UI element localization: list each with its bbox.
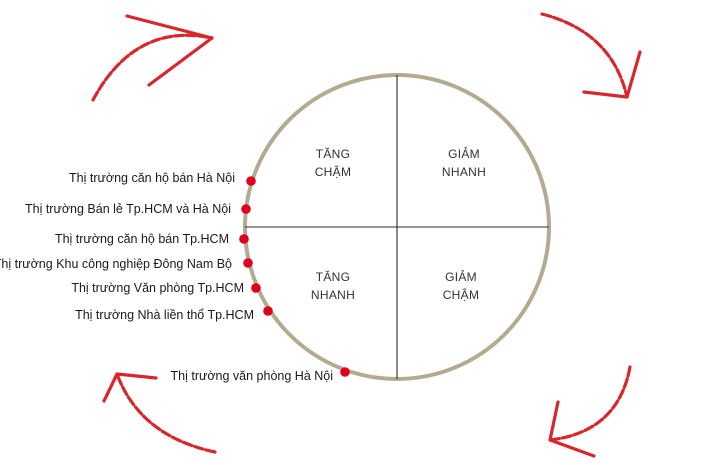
quadrant-bottom-right-line1: GIẢM [445,269,477,284]
marker-retail [241,204,251,214]
market-label-hanoi-office: Thị trường văn phòng Hà Nội [171,369,333,383]
marker-industrial-parks [243,258,253,268]
marker-hanoi-apartments [246,176,256,186]
quadrant-bottom-right-line2: CHẬM [443,287,480,302]
curved-arrow-icon-bottom-right [548,365,632,458]
market-label-retail: Thị trường Bán lẻ Tp.HCM và Hà Nội [25,202,231,216]
quadrant-bottom-left-line1: TĂNG [316,269,351,284]
marker-hcmc-landed-houses [263,306,273,316]
cycle-arrows [91,12,642,458]
market-label-hanoi-apartments: Thị trường căn hộ bán Hà Nội [69,171,235,185]
quadrant-top-left-line2: CHẬM [315,164,352,179]
quadrant-bottom-left-line2: NHANH [311,288,355,302]
market-label-hcmc-apartments: Thị trường căn hộ bán Tp.HCM [55,232,229,246]
quadrant-top-left-line1: TĂNG [316,146,351,161]
marker-hanoi-office [340,367,350,377]
market-markers [239,176,350,377]
marker-hcmc-apartments [239,234,249,244]
quadrant-top-right-line2: NHANH [442,165,486,179]
curved-arrow-icon-top-right [540,12,642,99]
market-label-hcmc-office: Thị trường Văn phòng Tp.HCM [71,281,244,295]
curved-arrow-icon-bottom-left [102,372,217,454]
marker-hcmc-office [251,283,261,293]
quadrant-top-right-line1: GIẢM [448,146,480,161]
market-label-hcmc-landed-houses: Thị trường Nhà liền thổ Tp.HCM [75,308,254,322]
market-label-industrial-parks: Thị trường Khu công nghiệp Đông Nam Bộ [0,257,232,271]
curved-arrow-icon-top-left [91,14,214,102]
